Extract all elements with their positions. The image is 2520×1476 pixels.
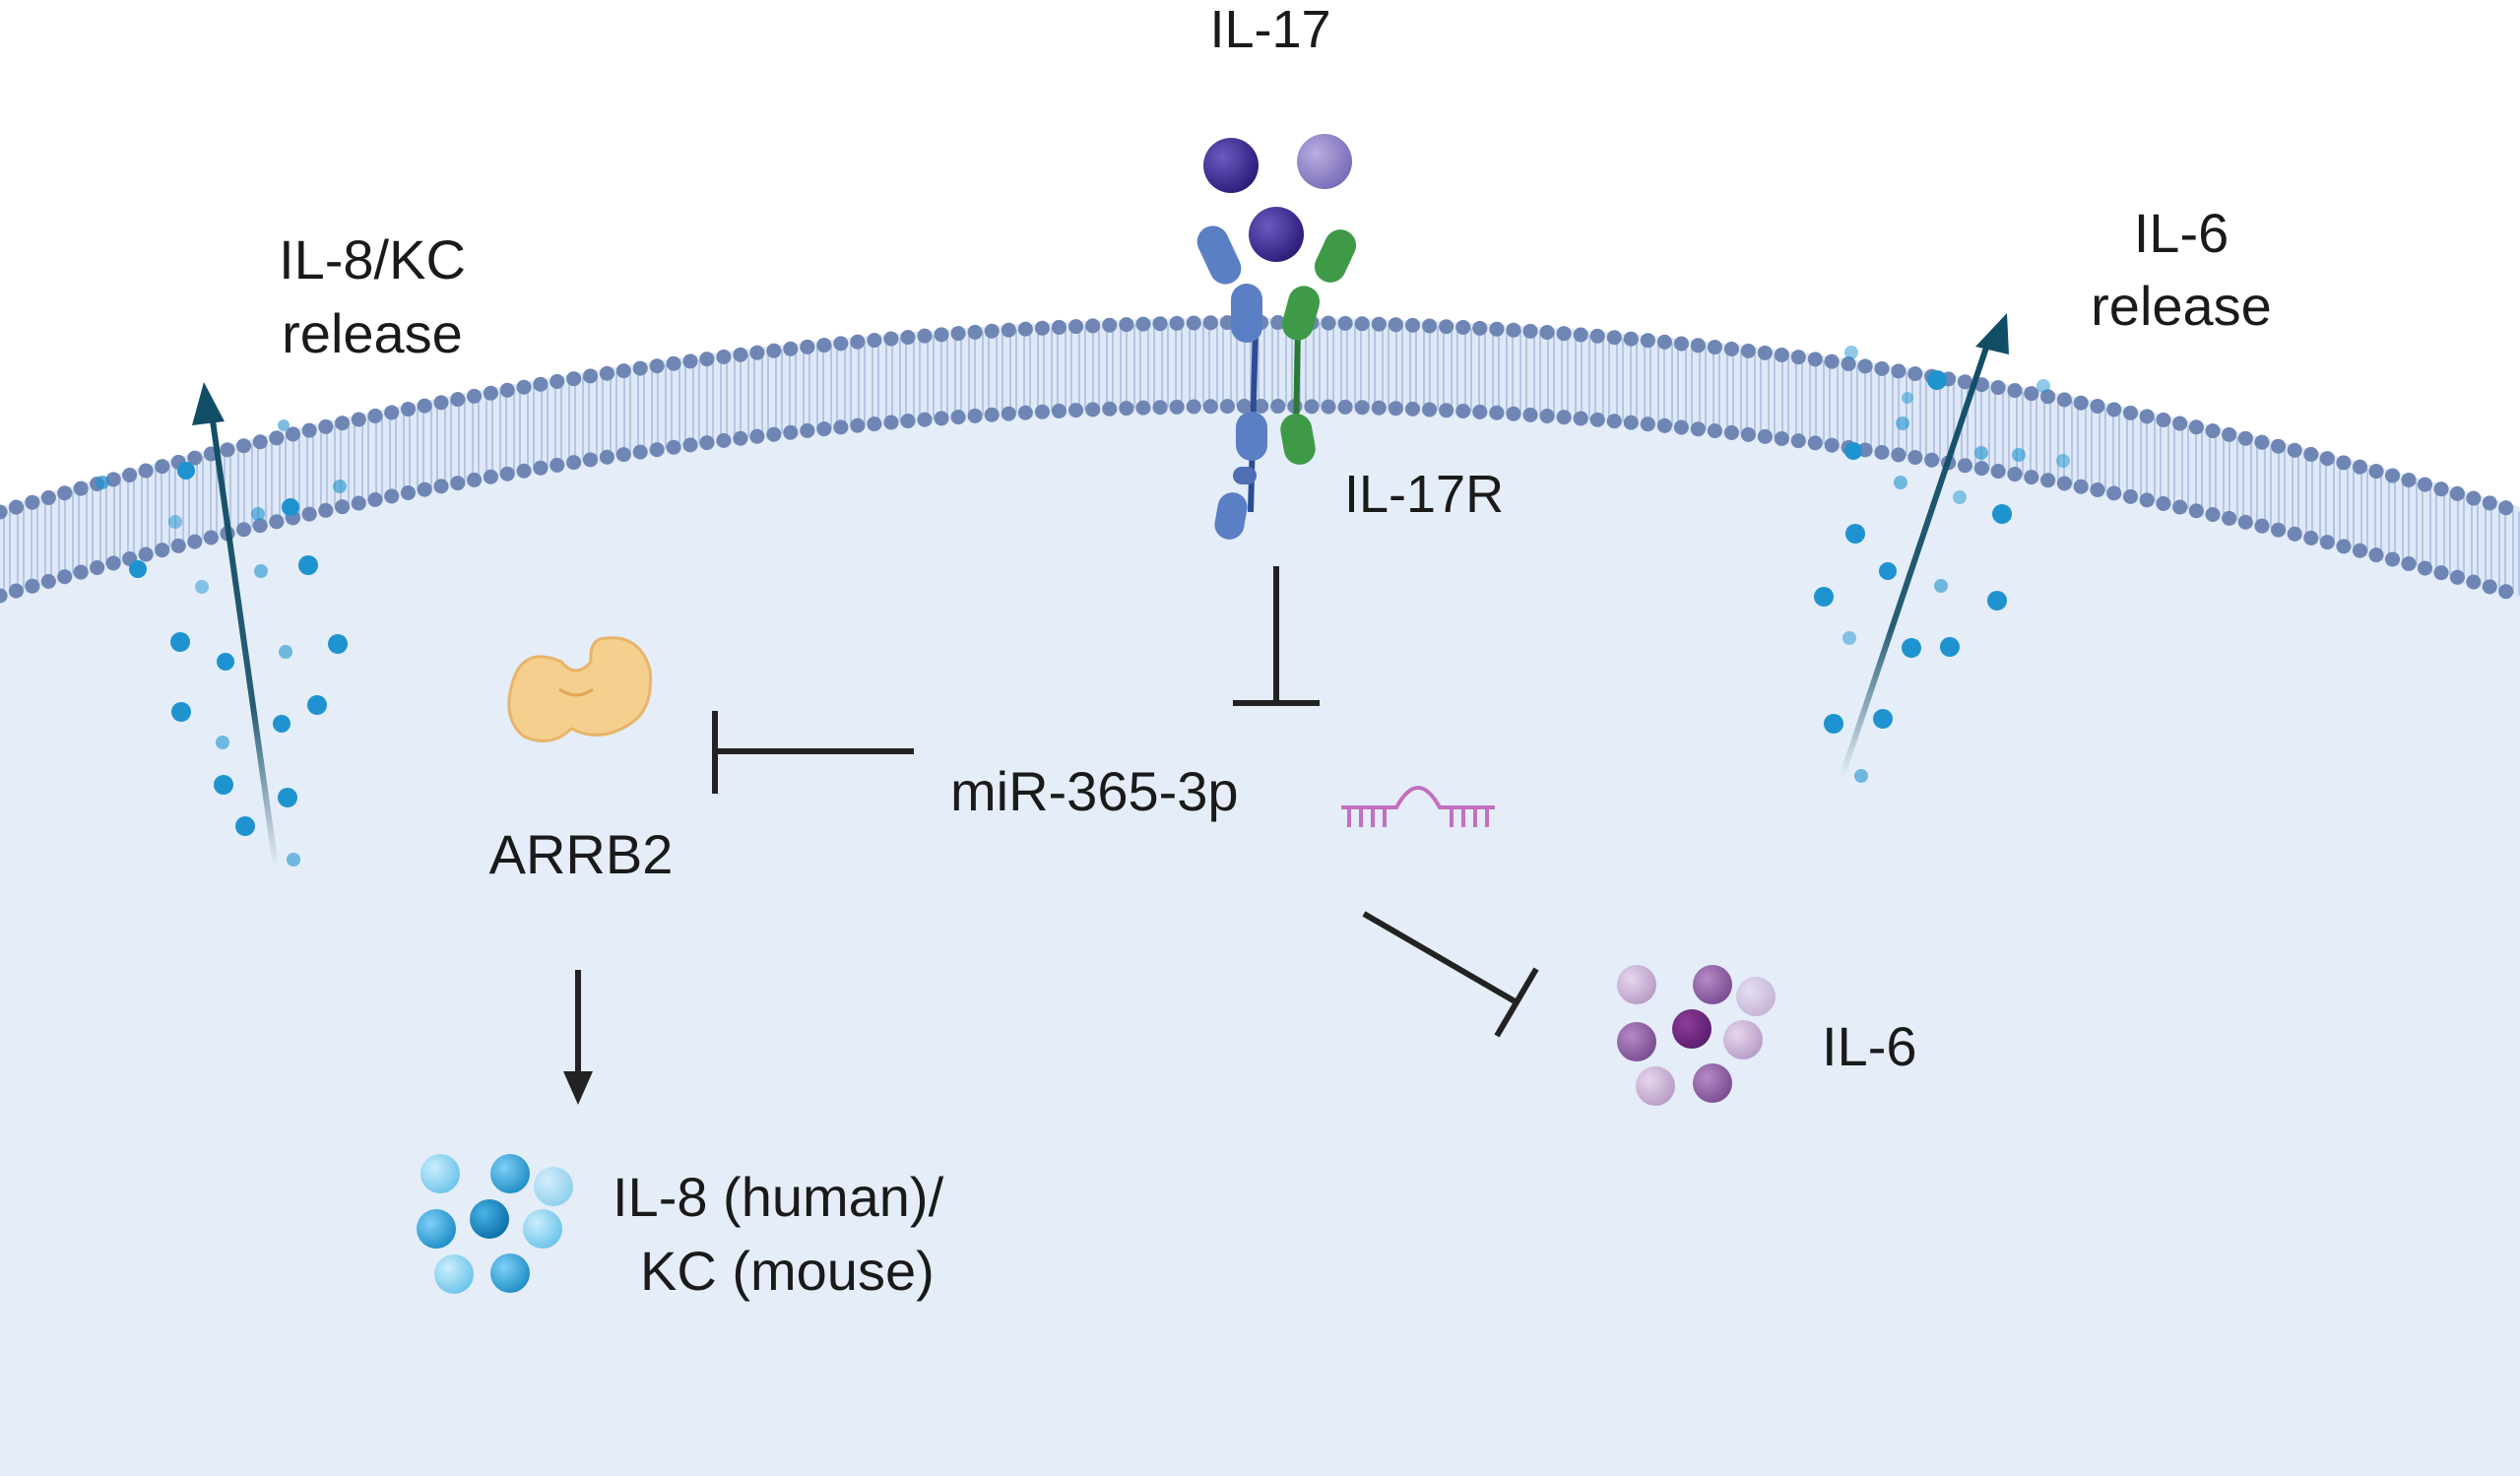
il8-secreted-dots-icon [96,419,348,866]
il8-release-arrow [192,382,279,867]
il17-ligand-icon [1203,134,1352,262]
il17-receptor-icon [1196,225,1357,540]
il17r-inhibits-mir-arrow [1233,566,1320,706]
il8-label-line2: KC (mouse) [640,1240,935,1302]
il17-label: IL-17 [1209,0,1330,59]
cytoplasm [0,386,2520,1476]
il6-release-arrow [1839,313,2009,779]
il8-cluster-icon [417,1154,573,1294]
il6-label: IL-6 [1822,1015,1917,1077]
mir-365-3p-label: miR-365-3p [950,760,1239,822]
arrb2-to-il8-arrow [563,970,593,1105]
il8-release-label-line1: IL-8/KC [279,228,466,290]
il8-label-line1: IL-8 (human)/ [613,1166,944,1228]
mirna-hairpin-icon [1341,786,1495,827]
mir-inhibits-il6-arrow [1362,911,1539,1038]
il6-release-label-line1: IL-6 [2134,202,2229,264]
arrb2-protein-icon [507,636,653,742]
il8-release-label-line2: release [282,302,463,364]
mir-inhibits-arrb2-arrow [712,711,914,794]
il6-release-label-line2: release [2091,275,2272,337]
arrb2-label: ARRB2 [489,823,674,885]
il6-secreted-dots-icon [1814,346,2070,783]
il17r-label: IL-17R [1344,465,1504,524]
il6-cluster-icon [1617,965,1776,1106]
